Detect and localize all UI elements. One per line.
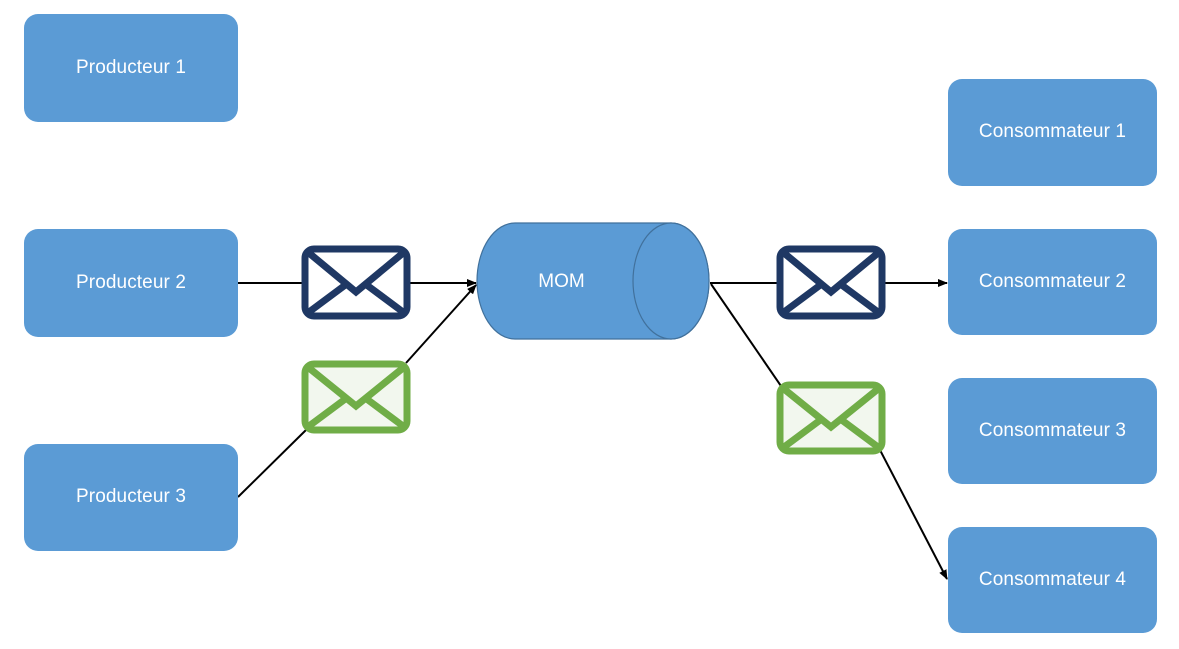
connector-mom-to-consommateur4-a <box>710 283 782 387</box>
envelope-icon-consumer-green[interactable] <box>776 381 886 455</box>
connector-producteur3-to-mom-b <box>405 284 477 364</box>
node-producteur-2[interactable]: Producteur 2 <box>24 229 238 337</box>
node-label: Producteur 3 <box>76 486 186 508</box>
node-label: MOM <box>538 271 585 292</box>
node-label: Consommateur 3 <box>978 419 1127 441</box>
node-label: Consommateur 2 <box>978 270 1127 292</box>
node-label: Producteur 2 <box>76 271 186 293</box>
node-label: Consommateur 4 <box>978 568 1127 590</box>
node-consommateur-2[interactable]: Consommateur 2 <box>948 229 1157 335</box>
connector-producteur3-to-mom-a <box>237 429 307 498</box>
envelope-icon <box>776 381 886 455</box>
node-consommateur-1[interactable]: Consommateur 1 <box>948 79 1157 186</box>
envelope-icon-consumer-navy[interactable] <box>776 245 886 320</box>
envelope-icon <box>776 245 886 320</box>
node-label: Producteur 1 <box>76 56 186 78</box>
node-consommateur-4[interactable]: Consommateur 4 <box>948 527 1157 633</box>
envelope-icon-producer-green[interactable] <box>301 360 411 434</box>
cylinder-shape <box>476 222 710 340</box>
envelope-icon <box>301 245 411 320</box>
node-mom[interactable]: MOM <box>474 220 714 344</box>
node-producteur-1[interactable]: Producteur 1 <box>24 14 238 122</box>
envelope-icon-producer-navy[interactable] <box>301 245 411 320</box>
node-producteur-3[interactable]: Producteur 3 <box>24 444 238 551</box>
connector-mom-to-consommateur4-b <box>879 449 948 580</box>
node-label: Consommateur 1 <box>978 121 1127 143</box>
envelope-icon <box>301 360 411 434</box>
node-consommateur-3[interactable]: Consommateur 3 <box>948 378 1157 484</box>
